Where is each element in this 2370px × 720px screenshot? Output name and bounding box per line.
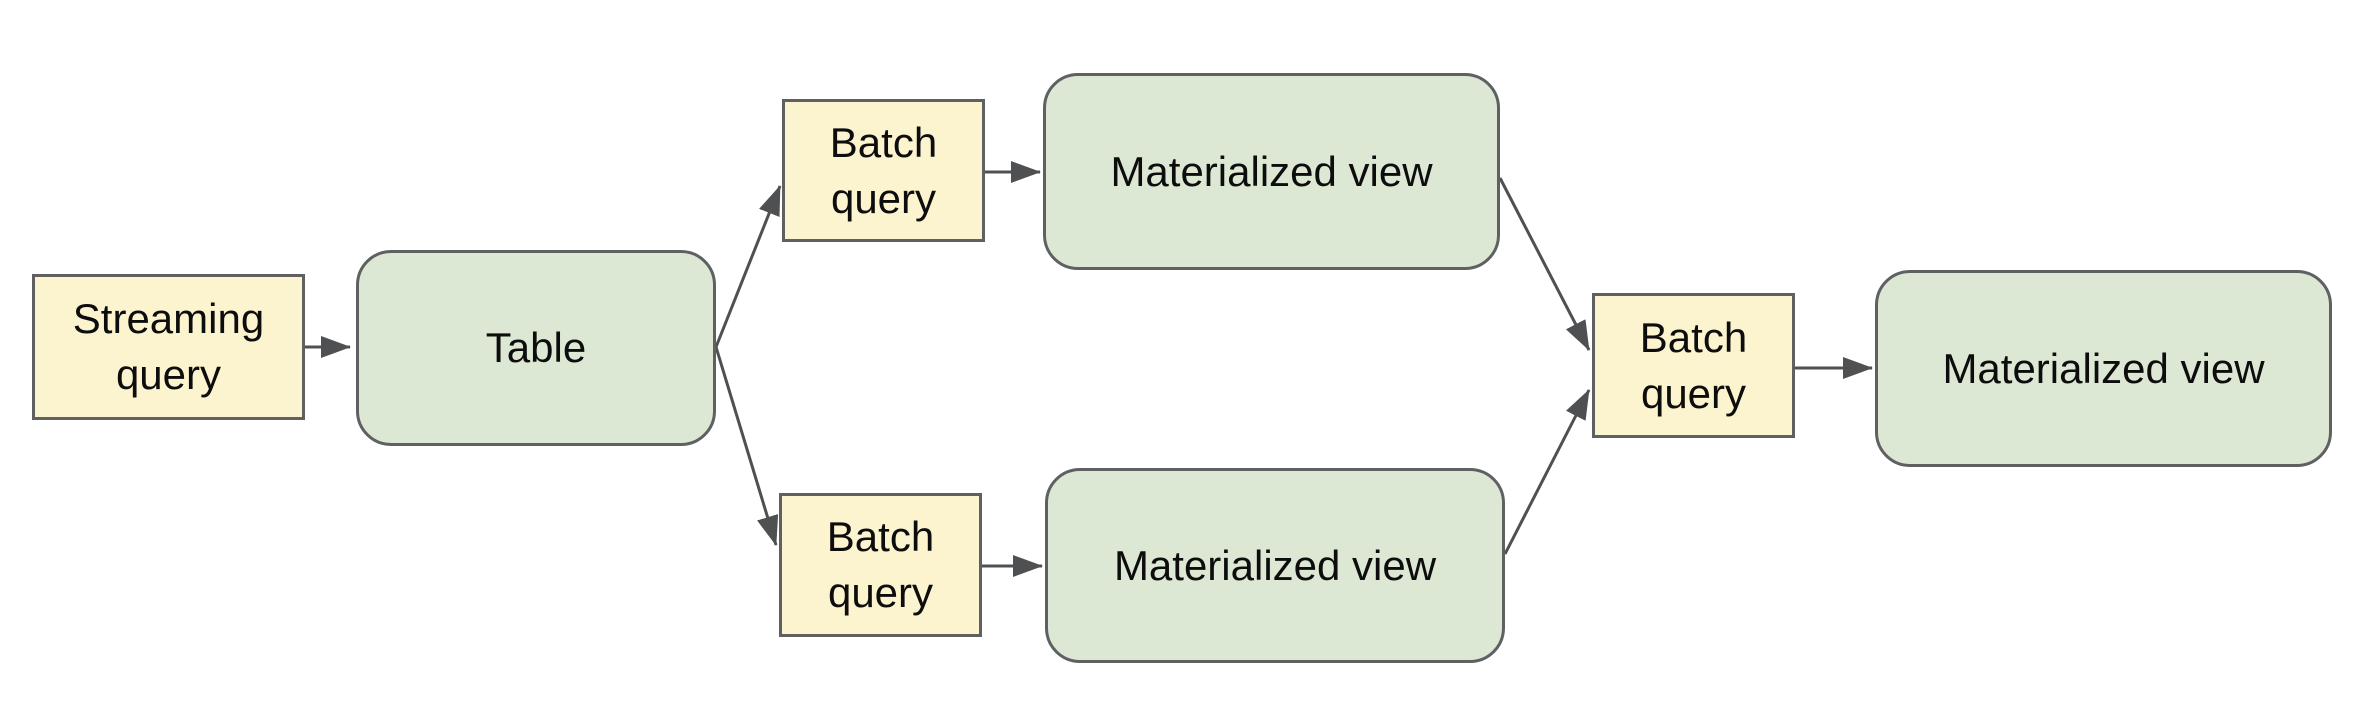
edge-table-to-batch-query-bottom [714, 346, 779, 546]
node-materialized-view-right: Materialized view [1875, 270, 2332, 467]
node-materialized-view-bottom: Materialized view [1045, 468, 1505, 663]
node-materialized-view-top: Materialized view [1043, 73, 1500, 270]
node-table: Table [356, 250, 716, 446]
edge-mv-bottom-to-batch-query-right [1503, 389, 1591, 555]
node-batch-query-bottom: Batch query [779, 493, 982, 637]
node-streaming-query: Streaming query [32, 274, 305, 420]
node-batch-query-top: Batch query [782, 99, 985, 242]
edge-mv-top-to-batch-query-right [1498, 177, 1591, 351]
node-batch-query-right: Batch query [1592, 293, 1795, 438]
edge-table-to-batch-query-top [714, 185, 782, 348]
